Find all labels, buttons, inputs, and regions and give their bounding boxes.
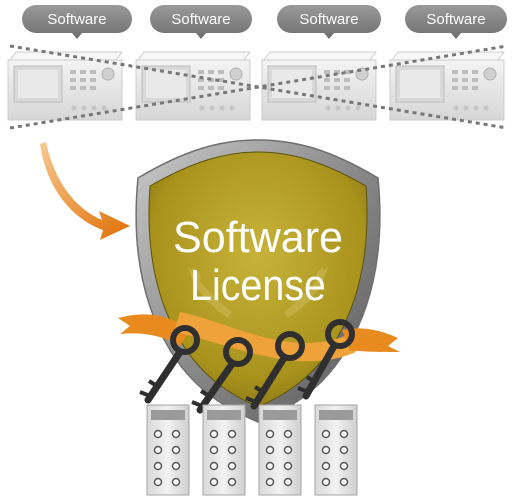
- instrument-row: [7, 51, 505, 121]
- software-pill-1-label: Software: [47, 11, 106, 28]
- module-row: [146, 404, 358, 496]
- software-pill-3-label: Software: [299, 11, 358, 28]
- module-icon: [258, 404, 302, 496]
- laurel-icon: [188, 266, 328, 318]
- instrument-icon: [389, 51, 505, 121]
- software-pill-4-label: Software: [426, 11, 485, 28]
- shield-title-line2: License: [190, 261, 326, 310]
- key-icon: [139, 325, 200, 404]
- module-icon: [202, 404, 246, 496]
- software-pill-2: Software: [150, 5, 252, 39]
- module-icon: [146, 404, 190, 496]
- software-pill-4: Software: [405, 5, 507, 39]
- instrument-icon: [261, 51, 377, 121]
- module-icon: [314, 404, 358, 496]
- software-pill-2-label: Software: [171, 11, 230, 28]
- software-pill-3: Software: [277, 5, 381, 39]
- instrument-icon: [135, 51, 251, 121]
- key-icon: [297, 319, 355, 400]
- key-icon: [191, 337, 253, 414]
- software-pill-1: Software: [22, 5, 132, 39]
- arrow-icon: [40, 142, 130, 240]
- instrument-icon: [7, 51, 123, 121]
- key-icon: [245, 331, 305, 410]
- shield-title-line1: Software: [173, 213, 343, 262]
- cross-out-icon: [9, 44, 508, 130]
